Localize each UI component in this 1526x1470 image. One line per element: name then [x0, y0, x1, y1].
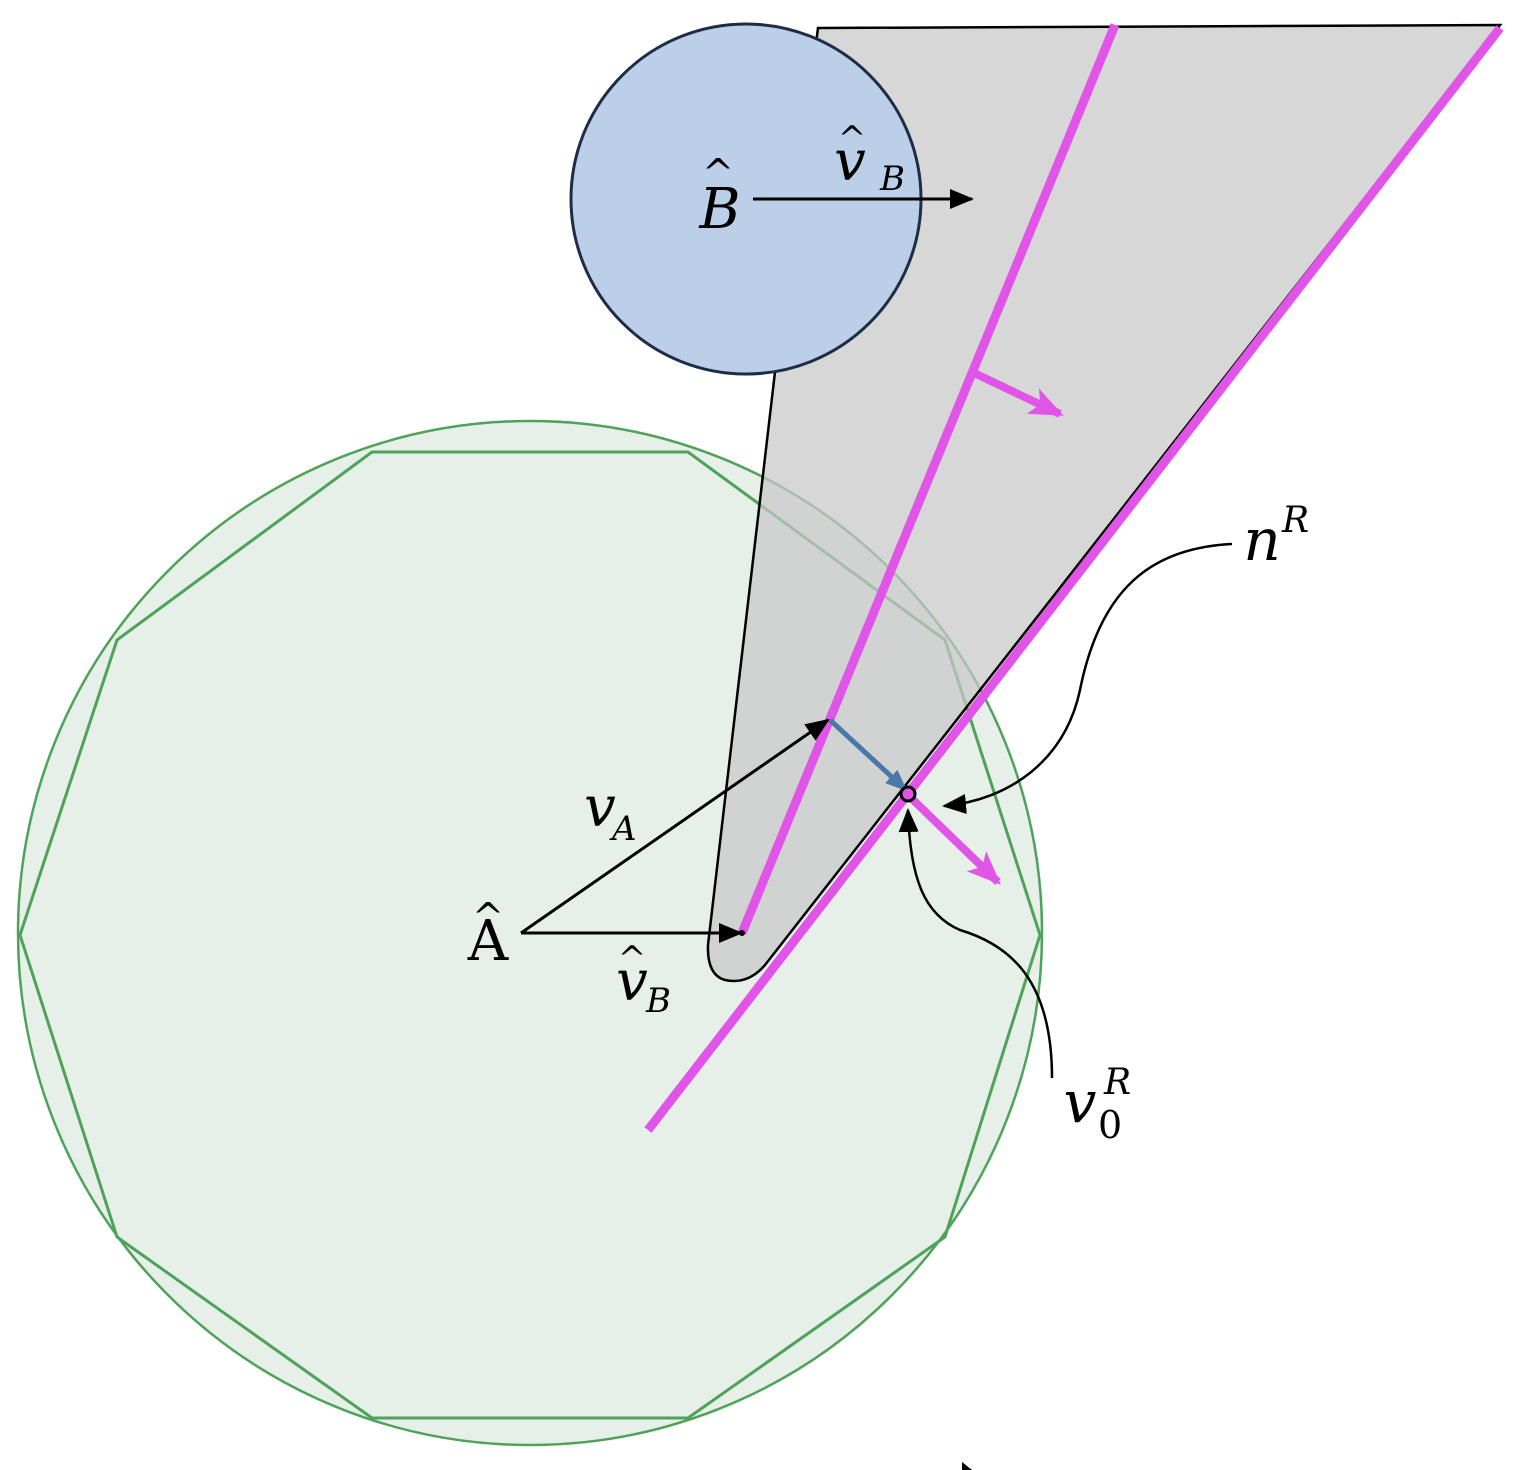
label-v0-r: v 0 R — [1064, 1062, 1132, 1147]
label-b-hat-mark: ^ — [702, 151, 734, 195]
label-v-a-sub: A — [609, 809, 637, 849]
half-plane-line-inner — [737, 23, 1120, 935]
label-v-b-hat-bottom-text: v — [616, 949, 648, 1014]
label-a-hat-text: A — [467, 909, 509, 974]
label-v-a: v A — [584, 775, 636, 849]
label-v-b-hat-bottom-mark: ^ — [618, 939, 647, 979]
label-v0-r-text: v — [1064, 1068, 1097, 1136]
label-v-b-hat-top-mark: ^ — [838, 119, 867, 159]
normal-arrow-upper — [970, 368, 1064, 418]
half-plane-line-outer — [644, 25, 1504, 1133]
label-a-hat: ^ A — [467, 895, 509, 974]
label-v-a-text: v — [584, 775, 616, 840]
label-a-hat-mark: ^ — [472, 895, 504, 939]
label-b-hat-text: B — [698, 177, 740, 242]
label-b-hat: ^ B — [698, 151, 740, 242]
normal-arrow-lower — [905, 792, 1001, 885]
label-v-b-hat-top-text: v — [834, 129, 866, 194]
label-v-b-hat-bottom-sub: B — [645, 981, 671, 1021]
label-v-b-hat-top: ^ v B — [834, 119, 905, 199]
label-n-r: n R — [1243, 500, 1309, 574]
leader-curve-n-r — [942, 542, 1233, 814]
velocity-a-arrow — [520, 718, 830, 935]
label-n-r-text: n — [1243, 506, 1280, 574]
label-v-b-hat-bottom: ^ v B — [616, 939, 671, 1021]
leader-curve-v0-r — [898, 808, 1054, 1079]
label-v-b-hat-top-sub: B — [879, 159, 905, 199]
label-n-r-sup: R — [1281, 500, 1309, 541]
correction-vector-arrow — [828, 718, 908, 792]
stray-arrowhead-mark — [962, 1462, 972, 1470]
label-v0-r-sup: R — [1103, 1062, 1131, 1103]
apex-point — [739, 930, 745, 936]
label-v0-r-sub: 0 — [1098, 1103, 1122, 1147]
point-v0 — [899, 785, 917, 803]
